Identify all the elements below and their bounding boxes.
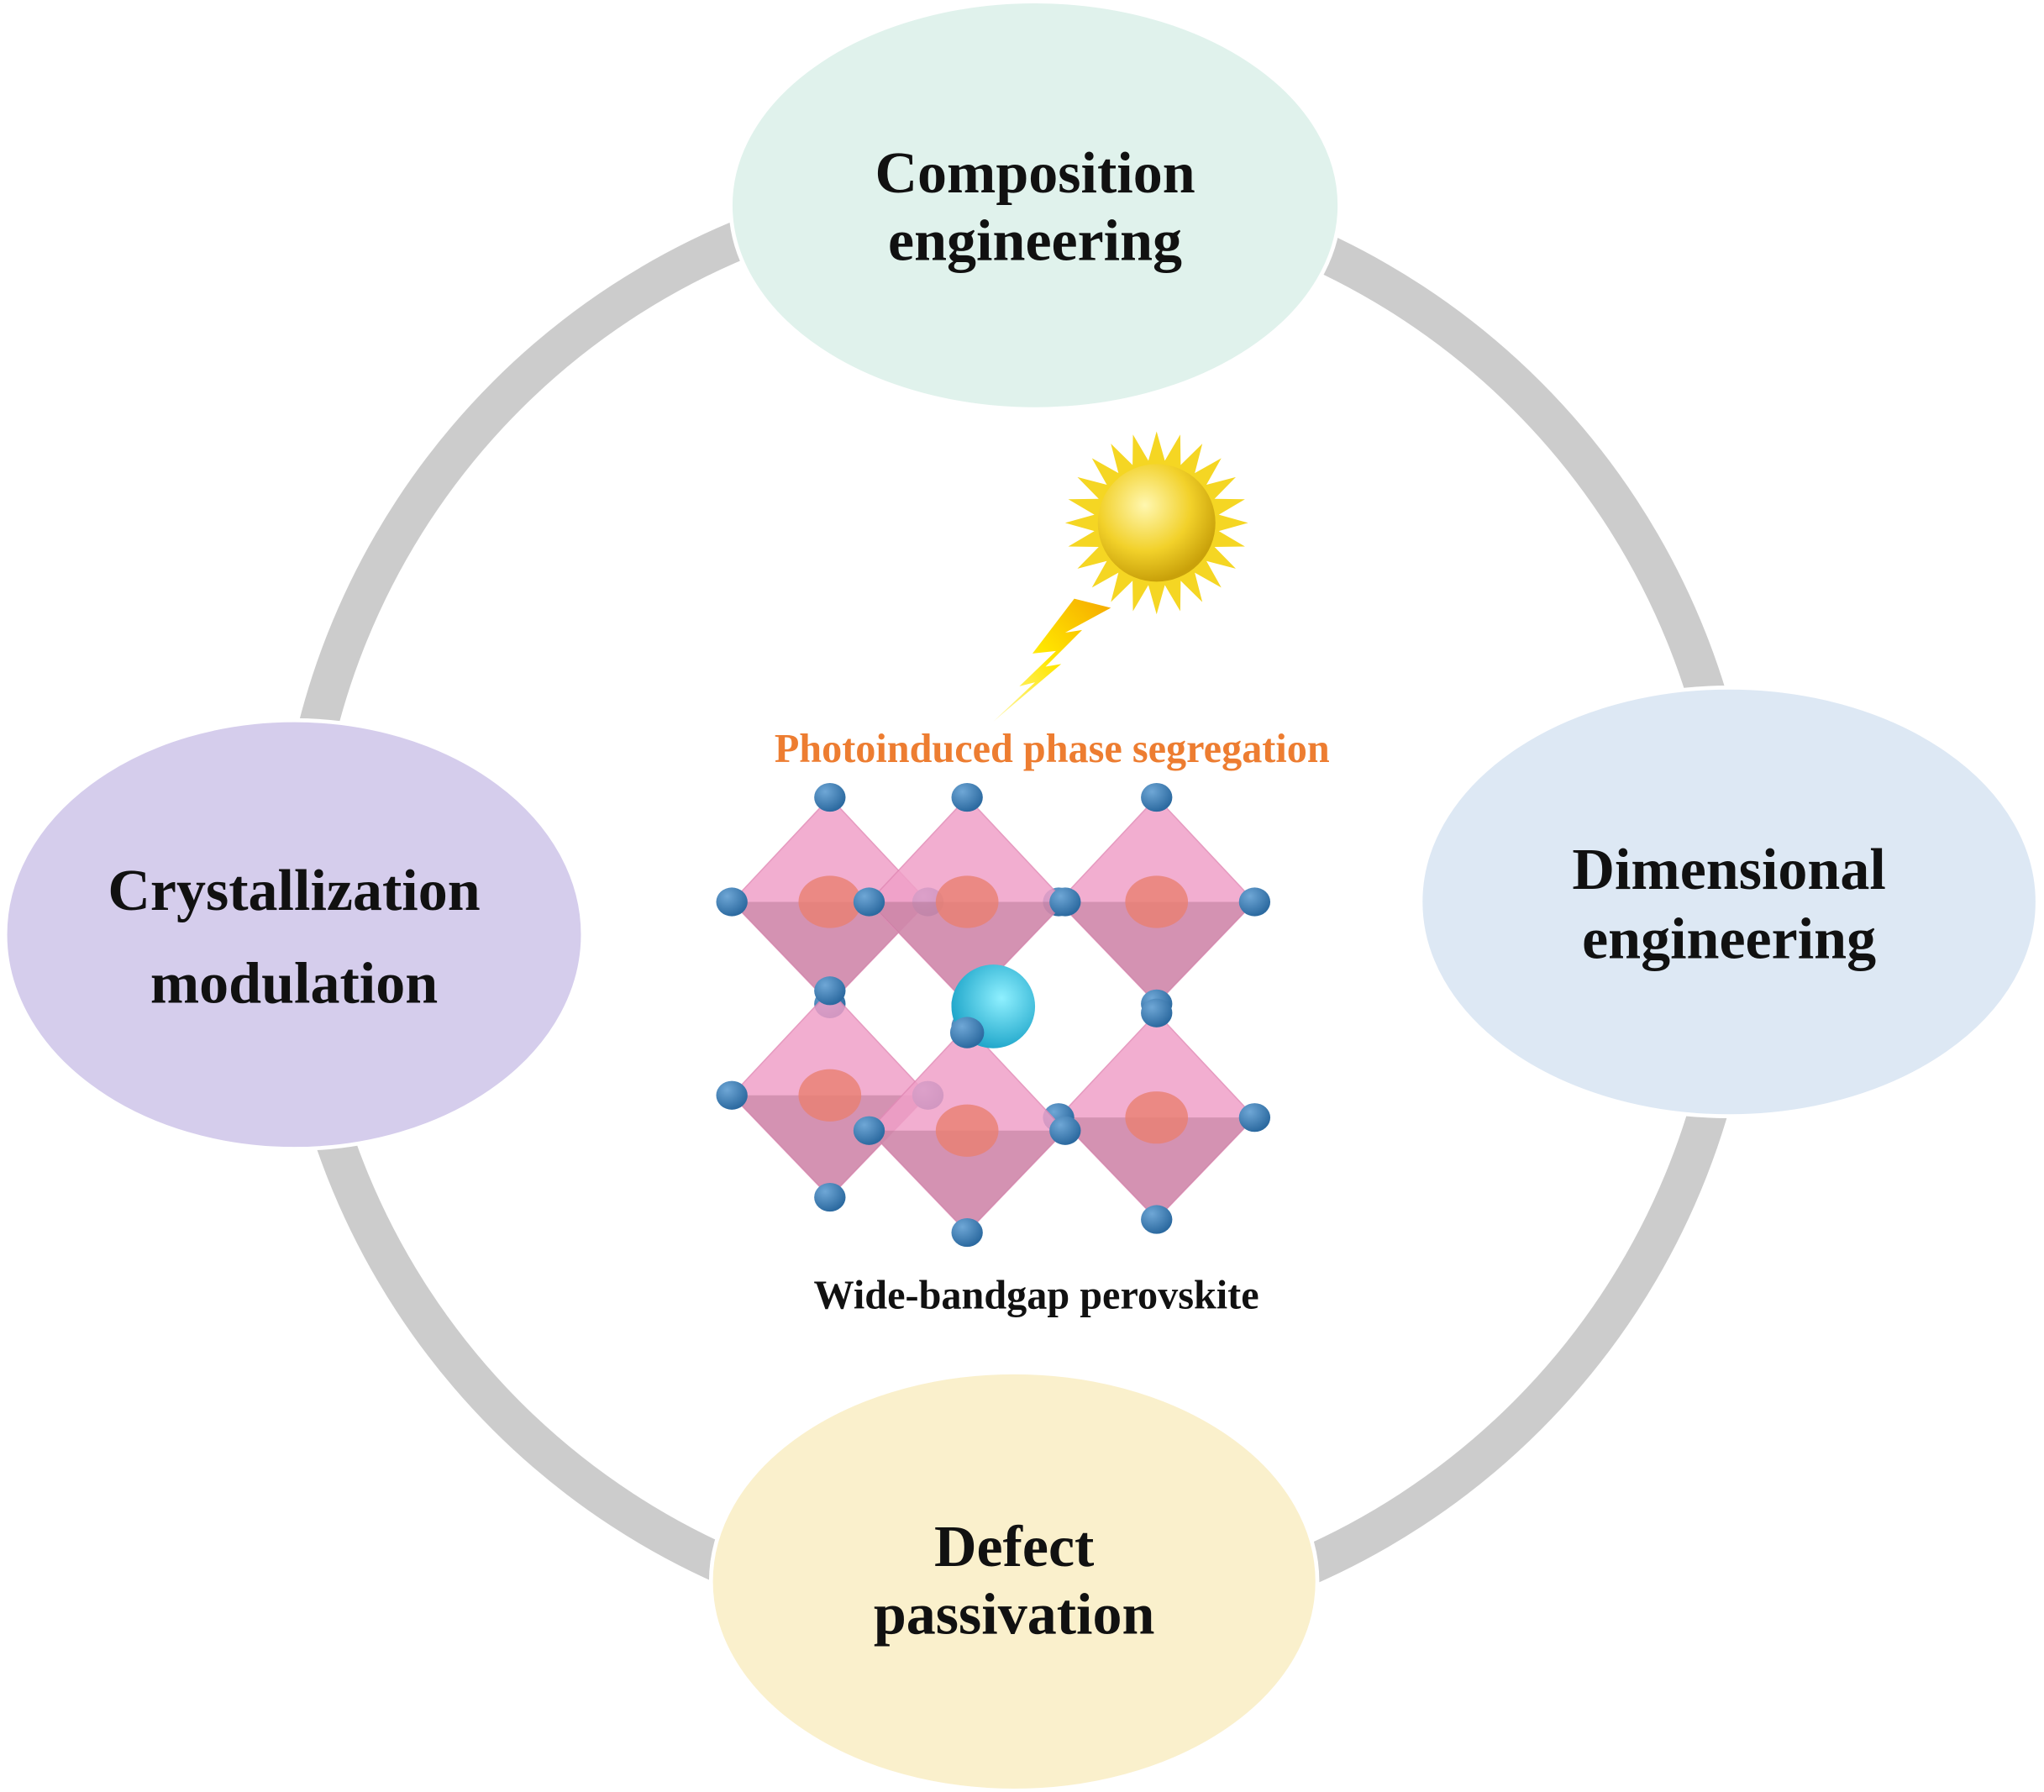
node-label-line1: Composition — [875, 141, 1195, 206]
ellipse-node — [709, 1370, 1320, 1792]
halide-ion — [716, 1080, 748, 1110]
halide-ion — [1238, 1103, 1271, 1132]
perovskite-label: Wide-bandgap perovskite — [814, 1273, 1259, 1317]
octahedron — [1043, 998, 1271, 1234]
node-label-line1: Defect — [934, 1515, 1094, 1579]
metal-ion — [935, 1104, 999, 1157]
halide-ion — [853, 887, 885, 917]
node-label-line2: passivation — [874, 1583, 1155, 1647]
strategy-crystallization-modulation: Crystallization modulation — [3, 717, 586, 1151]
metal-ion — [798, 875, 862, 928]
metal-ion — [1125, 1091, 1189, 1144]
strategy-dimensional-engineering: Dimensional engineering — [1418, 686, 2040, 1118]
strategy-defect-passivation: Defect passivation — [709, 1370, 1320, 1792]
phase-segregation-label: Photoinduced phase segregation — [775, 727, 1330, 771]
halide-ion — [716, 887, 748, 917]
halide-ion — [1049, 1116, 1081, 1145]
strategy-composition-engineering: Composition engineering — [728, 0, 1342, 412]
halide-ion — [1049, 887, 1081, 917]
halide-ion — [951, 1217, 983, 1248]
sun-disc — [1097, 464, 1216, 582]
perovskite-crystal-structure — [716, 782, 1271, 1248]
halide-ion — [1141, 998, 1173, 1027]
octahedron — [853, 1012, 1081, 1248]
node-label-line2: engineering — [888, 209, 1182, 274]
halide-ion — [1141, 782, 1173, 812]
metal-ion — [798, 1069, 862, 1122]
metal-ion — [1125, 875, 1189, 928]
halide-ion — [814, 782, 846, 812]
ellipse-node — [3, 717, 586, 1151]
halide-ion — [951, 782, 983, 812]
ellipse-node — [1418, 686, 2040, 1118]
halide-ion — [1141, 1205, 1173, 1234]
node-label-line1: Dimensional — [1572, 838, 1885, 902]
lightning-icon — [993, 598, 1111, 722]
halide-ion — [949, 1017, 985, 1048]
node-label-line2: engineering — [1582, 907, 1876, 971]
halide-ion — [853, 1116, 885, 1145]
metal-ion — [935, 875, 999, 928]
halide-ion — [1238, 887, 1271, 917]
ellipse-node — [728, 0, 1342, 412]
halide-ion — [814, 976, 846, 1006]
octahedron — [716, 782, 944, 1018]
node-label-line2: modulation — [150, 951, 438, 1016]
halide-ion — [814, 1182, 846, 1212]
node-label-line1: Crystallization — [108, 859, 480, 923]
sun-icon — [1064, 431, 1248, 615]
